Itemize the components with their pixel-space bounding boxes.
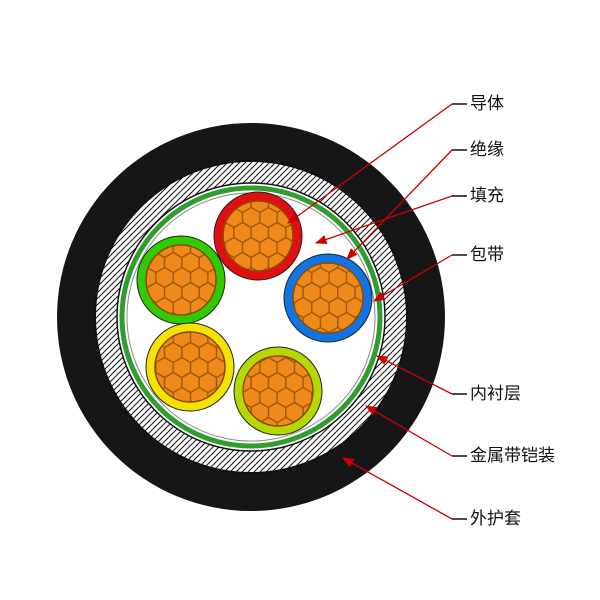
- leader-line-binding-tape: [372, 254, 453, 302]
- leader-line-filling: [314, 195, 453, 244]
- cable-core-right: [283, 253, 373, 343]
- core-conductor: [242, 355, 314, 427]
- core-conductor: [292, 262, 364, 334]
- leader-line-insulation: [346, 149, 453, 260]
- leader-line-metal-tape-armor: [364, 405, 453, 457]
- core-conductor: [222, 200, 294, 272]
- leader-line-inner-lining: [375, 355, 453, 395]
- leader-line-outer-sheath: [341, 457, 453, 520]
- label-conductor: 导体: [470, 94, 504, 114]
- label-insulation: 绝缘: [470, 140, 504, 160]
- core-conductor: [154, 331, 226, 403]
- cable-core-top: [213, 191, 303, 281]
- label-inner-lining: 内衬层: [470, 384, 521, 404]
- label-metal-tape-armor: 金属带铠装: [470, 446, 555, 466]
- core-conductor: [145, 244, 217, 316]
- label-outer-sheath: 外护套: [470, 509, 521, 529]
- label-filling: 填充: [470, 186, 504, 206]
- cable-core-bottom-right: [233, 346, 323, 436]
- cable-core-left: [136, 235, 226, 325]
- leader-line-conductor: [287, 103, 453, 224]
- label-binding-tape: 包带: [470, 245, 504, 265]
- armor-outer-boundary: [94, 160, 408, 474]
- cable-core-bottom-left: [145, 322, 235, 412]
